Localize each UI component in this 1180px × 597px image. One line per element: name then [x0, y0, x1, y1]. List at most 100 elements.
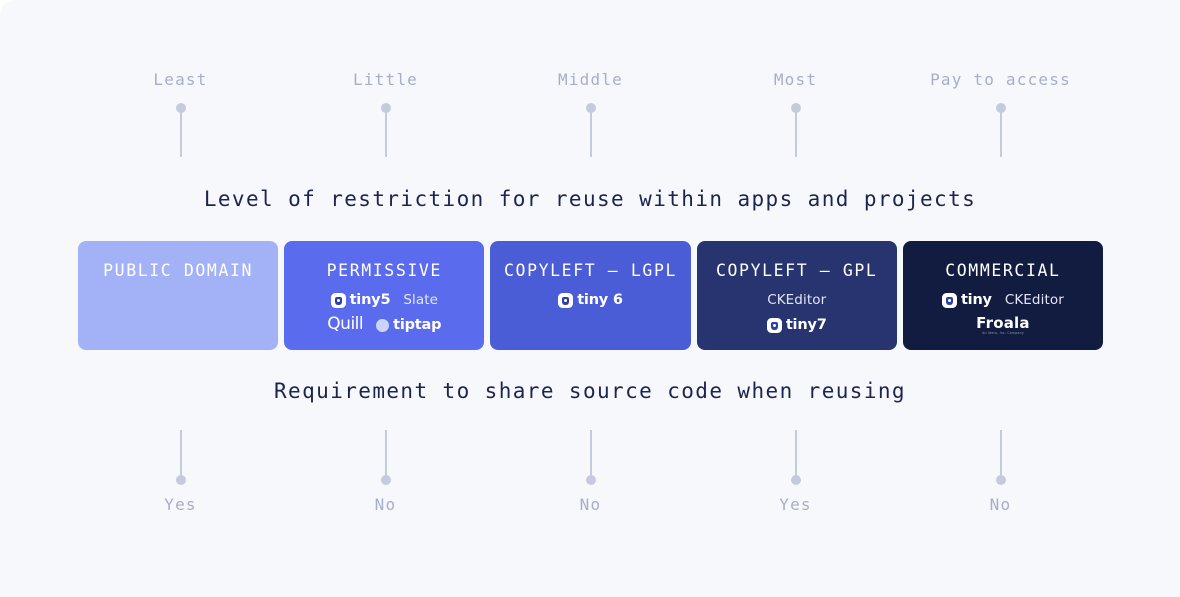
top-axis-heading: Level of restriction for reuse within ap…	[203, 187, 977, 211]
editor-logo-name: tiny	[960, 292, 992, 309]
editor-logo-name: tiny7	[785, 317, 827, 334]
top-axis-label: Little	[353, 70, 418, 89]
bottom-axis-pin-icon	[175, 430, 186, 485]
top-axis-pin-icon	[585, 103, 596, 157]
bottom-axis-heading: Requirement to share source code when re…	[274, 379, 906, 403]
top-axis-item: Most	[693, 70, 898, 157]
editor-logo: Quill	[327, 314, 364, 334]
editor-logo: tiny 6	[558, 293, 623, 308]
editor-logo: CKEditor	[1004, 291, 1064, 308]
bottom-axis-item: Yes	[693, 430, 898, 515]
bottom-axis-item: No	[283, 430, 488, 515]
editor-logo-name: CKEditor	[1004, 291, 1064, 308]
pin-stem-icon	[179, 430, 182, 475]
editor-logo-row: tiny5 Slate	[330, 290, 439, 311]
top-axis-item: Middle	[488, 70, 693, 157]
top-axis-label: Least	[153, 70, 208, 89]
froala-logo-subtitle: An Idera, Inc. Company	[981, 331, 1024, 335]
editor-logo-row: tiny 6	[558, 290, 623, 311]
bottom-axis-label: Yes	[779, 495, 812, 514]
editor-logo-name: CKEditor	[767, 291, 827, 308]
editor-logo-name: tiny5	[349, 292, 391, 309]
license-card-title: PERMISSIVE	[326, 261, 442, 280]
bottom-axis-item: No	[488, 430, 693, 515]
pin-stem-icon	[384, 430, 387, 475]
top-axis-pin-icon	[175, 103, 186, 157]
pin-stem-icon	[589, 430, 592, 475]
license-card[interactable]: PUBLIC DOMAIN	[78, 241, 279, 350]
top-axis-item: Pay to access	[898, 70, 1103, 157]
bottom-axis-pin-icon	[585, 430, 596, 485]
pin-stem-icon	[999, 430, 1002, 475]
license-card-title: COPYLEFT — GPL	[715, 261, 878, 280]
pin-stem-icon	[179, 112, 182, 157]
top-axis-label: Pay to access	[930, 70, 1071, 89]
tiny-logo-icon	[941, 293, 957, 308]
top-axis-pin-icon	[790, 103, 801, 157]
bottom-axis-pin-icon	[790, 430, 801, 485]
top-axis-pin-icon	[995, 103, 1006, 157]
bottom-axis-pin-icon	[380, 430, 391, 485]
top-axis-label: Most	[773, 70, 818, 89]
editor-logo: tiny5	[330, 292, 391, 309]
top-axis-label: Middle	[558, 70, 623, 89]
editor-logo-list: tiny 6	[558, 290, 623, 311]
editor-logo-name: Slate	[403, 291, 439, 308]
editor-logo-row: tiny7	[766, 315, 827, 336]
pin-dot-icon	[175, 475, 186, 485]
tiny-logo-icon	[330, 293, 346, 308]
editor-logo-name: tiptap	[393, 317, 442, 334]
bottom-axis-pin-icon	[995, 430, 1006, 485]
pin-stem-icon	[794, 112, 797, 157]
top-axis: Least Little Middle Most Pay to access	[78, 70, 1103, 157]
tiny-logo-icon	[766, 318, 782, 333]
license-card-title: PUBLIC DOMAIN	[103, 261, 254, 280]
editor-logo-row: tiny CKEditor	[941, 290, 1064, 311]
bottom-axis-item: Yes	[78, 430, 283, 515]
tiptap-logo-icon	[376, 319, 390, 332]
top-axis-item: Least	[78, 70, 283, 157]
license-card[interactable]: COPYLEFT — GPL CKEditor tiny7	[696, 241, 897, 350]
editor-logo-list: CKEditor tiny7	[766, 290, 827, 336]
top-axis-item: Little	[283, 70, 488, 157]
pin-dot-icon	[995, 475, 1006, 485]
editor-logo: CKEditor	[767, 291, 827, 308]
pin-dot-icon	[585, 475, 596, 485]
editor-logo-row: Quill tiptap	[327, 315, 441, 336]
pin-dot-icon	[585, 103, 596, 113]
editor-logo-row: CKEditor	[767, 290, 826, 311]
pin-stem-icon	[794, 430, 797, 475]
bottom-axis-label: No	[579, 495, 602, 514]
editor-logo-name: tiny 6	[577, 292, 623, 309]
pin-dot-icon	[790, 103, 801, 113]
license-card-title: COMMERCIAL	[945, 261, 1061, 280]
bottom-axis-label: No	[989, 495, 1012, 514]
pin-dot-icon	[380, 475, 391, 485]
bottom-axis-item: No	[898, 430, 1103, 515]
license-card[interactable]: COPYLEFT — LGPL tiny 6	[490, 241, 691, 350]
quill-logo-icon: Quill	[327, 314, 364, 334]
pin-stem-icon	[384, 112, 387, 157]
pin-dot-icon	[175, 103, 186, 113]
pin-stem-icon	[999, 112, 1002, 157]
top-axis-pin-icon	[380, 103, 391, 157]
pin-dot-icon	[790, 475, 801, 485]
pin-stem-icon	[589, 112, 592, 157]
editor-logo: tiny	[941, 292, 992, 309]
bottom-axis-label: Yes	[164, 495, 197, 514]
tiny-logo-icon	[558, 293, 574, 308]
editor-logo-name: Froala	[976, 313, 1030, 332]
pin-dot-icon	[380, 103, 391, 113]
editor-logo: tiptap	[376, 317, 442, 334]
license-card-title: COPYLEFT — LGPL	[504, 261, 678, 280]
editor-logo: tiny7	[766, 317, 827, 334]
